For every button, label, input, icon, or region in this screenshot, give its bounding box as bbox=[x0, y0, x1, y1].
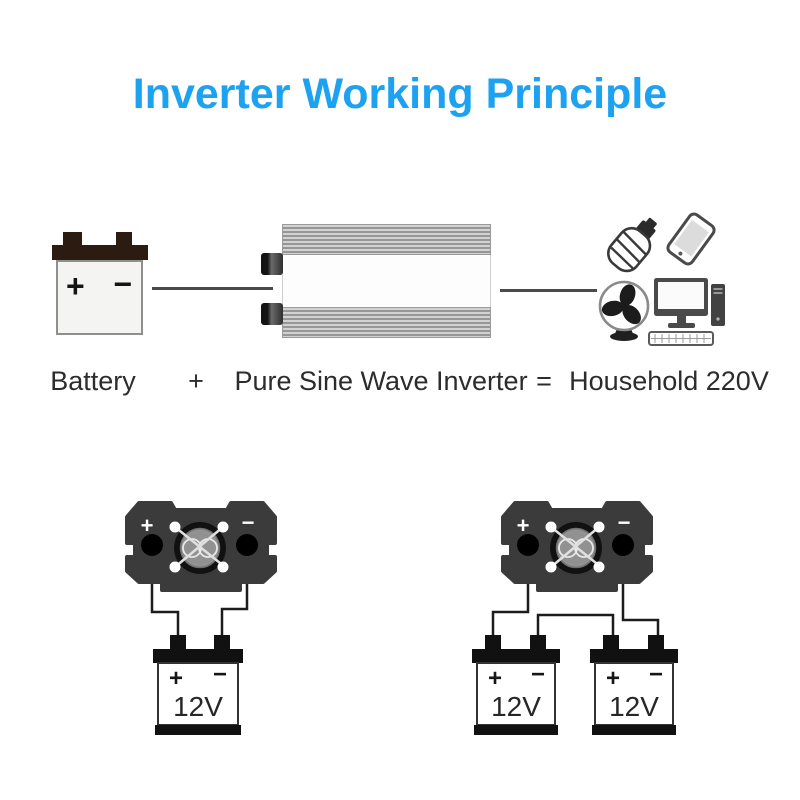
household-appliances-icons bbox=[598, 212, 725, 346]
battery-base bbox=[592, 725, 676, 735]
cooling-fan-icon bbox=[545, 521, 605, 574]
battery-plus-symbol: + bbox=[169, 665, 183, 692]
desktop-computer-icon bbox=[648, 278, 725, 346]
battery-base bbox=[155, 725, 241, 735]
label-household-220v: Household 220V bbox=[569, 366, 769, 396]
battery-12v: + − 12V bbox=[153, 635, 243, 735]
battery-minus-symbol: − bbox=[649, 661, 663, 688]
inverter-plus-label: + bbox=[517, 513, 530, 538]
inverter-dc-terminal-plus bbox=[141, 534, 163, 556]
wire-inverter-to-appliances bbox=[500, 289, 597, 292]
page-title: Inverter Working Principle bbox=[132, 70, 668, 118]
battery-body: + − bbox=[56, 260, 143, 335]
battery-icon: + − bbox=[52, 231, 148, 335]
battery-post bbox=[530, 635, 546, 649]
wire-battery-to-inverter bbox=[152, 287, 273, 290]
inverter-body-panel bbox=[282, 255, 491, 307]
label-inverter: Pure Sine Wave Inverter bbox=[234, 366, 528, 396]
inverter-minus-label: − bbox=[618, 510, 631, 535]
battery-body bbox=[476, 662, 556, 726]
battery-minus-symbol: − bbox=[213, 661, 227, 688]
battery-minus-symbol: − bbox=[531, 661, 545, 688]
battery-plus-symbol: + bbox=[488, 665, 502, 692]
battery-voltage-label: 12V bbox=[173, 691, 223, 722]
battery-plus-symbol: + bbox=[66, 268, 85, 304]
label-equals-sign: = bbox=[536, 366, 552, 396]
inverter-dc-terminal-minus bbox=[236, 534, 258, 556]
inverter-dc-terminal-minus bbox=[612, 534, 634, 556]
cooling-fan-icon bbox=[169, 521, 229, 574]
single-battery-wiring-diagram: + − + − 12V bbox=[125, 501, 277, 735]
battery-body bbox=[594, 662, 674, 726]
label-plus-sign: + bbox=[188, 366, 204, 396]
battery-post bbox=[214, 635, 230, 649]
inverter-plus-label: + bbox=[141, 513, 154, 538]
battery-minus-symbol: − bbox=[113, 266, 132, 302]
battery-12v: + − 12V bbox=[472, 635, 560, 735]
inverter-top-view: + − bbox=[501, 501, 653, 592]
battery-12v: + − 12V bbox=[590, 635, 678, 735]
battery-cap bbox=[472, 649, 560, 663]
battery-voltage-label: 12V bbox=[609, 691, 659, 722]
battery-body bbox=[157, 662, 239, 726]
inverter-heatsink-fins bbox=[282, 224, 491, 255]
battery-plus-symbol: + bbox=[606, 665, 620, 692]
label-battery: Battery bbox=[50, 366, 136, 396]
inverter-minus-label: − bbox=[242, 510, 255, 535]
inverter-dc-terminal-plus bbox=[517, 534, 539, 556]
inverter-input-terminal bbox=[261, 303, 283, 325]
battery-cap bbox=[153, 649, 243, 663]
battery-base bbox=[474, 725, 558, 735]
pure-sine-wave-inverter-icon bbox=[261, 224, 491, 338]
battery-post bbox=[648, 635, 664, 649]
inverter-input-terminal bbox=[261, 253, 283, 275]
cfl-bulb-icon bbox=[607, 217, 657, 273]
battery-voltage-label: 12V bbox=[491, 691, 541, 722]
smartphone-icon bbox=[666, 212, 716, 266]
inverter-heatsink-fins bbox=[282, 307, 491, 338]
battery-post bbox=[603, 635, 619, 649]
electric-fan-icon bbox=[598, 280, 650, 341]
battery-cap bbox=[590, 649, 678, 663]
inverter-top-view: + − bbox=[125, 501, 277, 592]
battery-terminal-post bbox=[116, 232, 132, 247]
battery-post bbox=[485, 635, 501, 649]
dual-battery-wiring-diagram: + − + − 12V bbox=[472, 501, 678, 735]
battery-post bbox=[170, 635, 186, 649]
battery-cap bbox=[52, 245, 148, 260]
battery-terminal-post bbox=[63, 232, 82, 247]
